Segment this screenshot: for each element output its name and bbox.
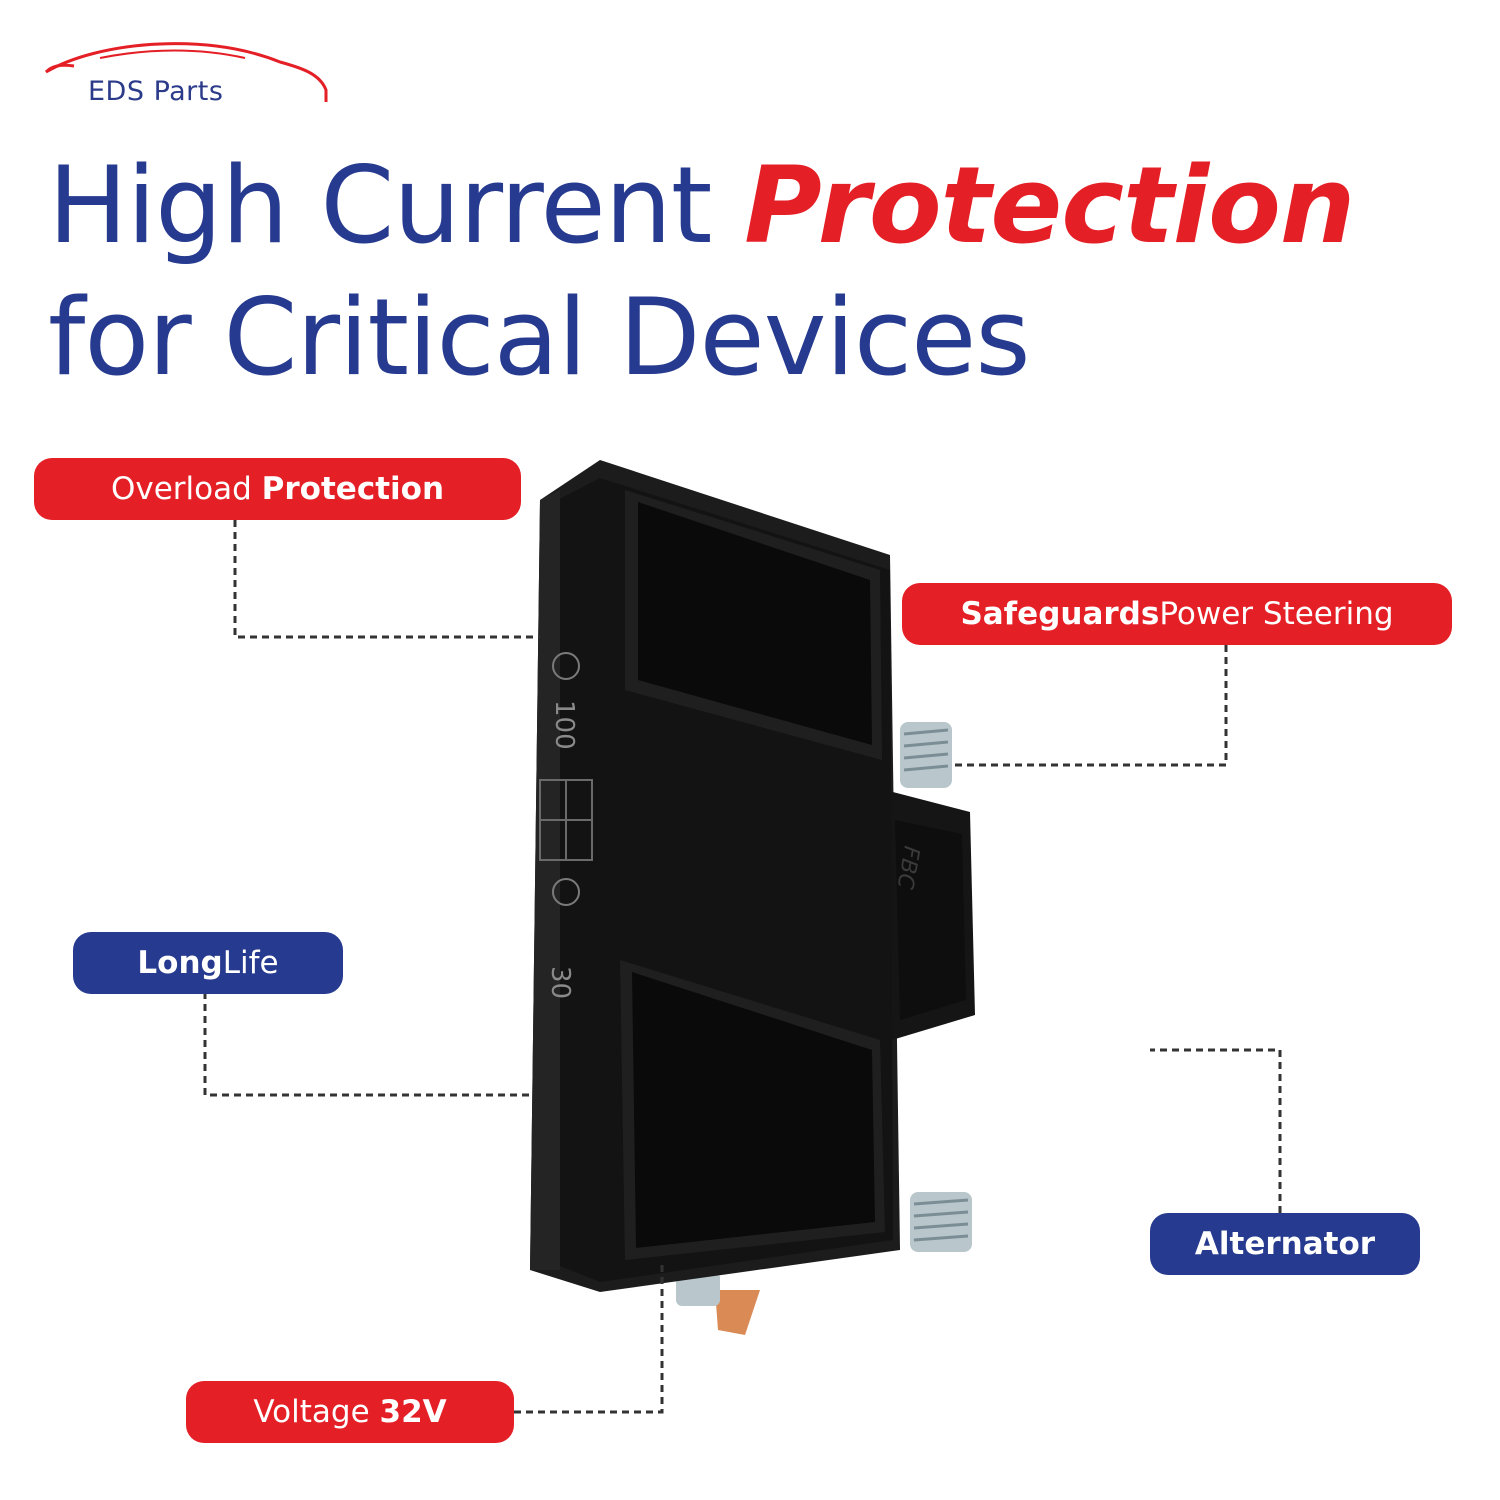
threaded-stud-icon: [910, 1192, 972, 1252]
fuse-product-image: 100 30 FBC: [530, 460, 975, 1335]
brand-logo: EDS Parts: [40, 36, 340, 116]
terminal-marking-1-icon: [552, 652, 580, 680]
callout-safeguards-power-steering: Safeguards Power Steering: [902, 583, 1452, 645]
terminal-marking-2-icon: [552, 878, 580, 906]
current-rating-marking: 100: [549, 700, 579, 750]
callout-long-life: Long Life: [73, 932, 343, 994]
headline-line-2: for Critical Devices: [48, 276, 1031, 399]
callout-overload-protection: Overload Protection: [34, 458, 521, 520]
headline-line-1: High Current Protection: [48, 140, 1468, 272]
headline: High Current Protection for Critical Dev…: [48, 140, 1468, 404]
callout-alternator: Alternator: [1150, 1213, 1420, 1275]
headline-prefix: High Current: [48, 144, 745, 267]
threaded-stud-icon: [676, 1272, 720, 1306]
callout-voltage-32v: Voltage 32V: [186, 1381, 514, 1443]
threaded-stud-icon: [900, 722, 952, 788]
brand-name: EDS Parts: [88, 76, 224, 107]
rating-30-marking: 30: [545, 966, 575, 999]
car-silhouette-icon: [44, 42, 328, 102]
headline-accent: Protection: [744, 144, 1355, 267]
